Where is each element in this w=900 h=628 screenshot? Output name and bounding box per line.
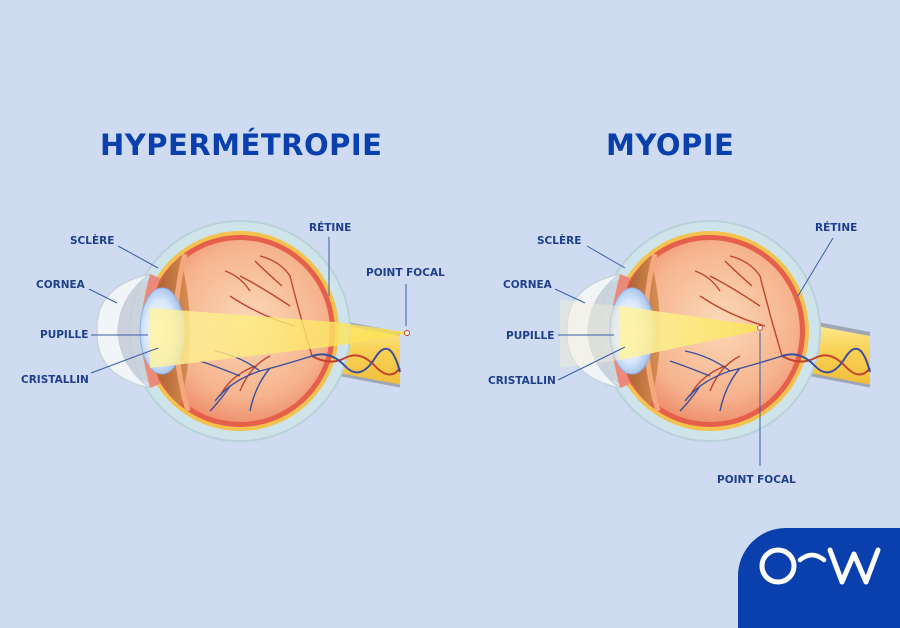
label-point-focal-left: POINT FOCAL: [366, 267, 445, 279]
eye-diagram-myopie: [560, 221, 870, 441]
label-point-focal-right: POINT FOCAL: [717, 474, 796, 486]
leader-lines-right: [554, 237, 834, 466]
label-cristallin-right: CRISTALLIN: [488, 375, 556, 387]
eye-diagram-hypermetropie: [97, 221, 410, 441]
leader-lines-left: [88, 237, 407, 374]
ow-logo-icon: [759, 547, 881, 585]
label-sclere-left: SCLÈRE: [70, 234, 114, 247]
label-cristallin-left: CRISTALLIN: [21, 374, 89, 386]
focal-point-marker: [757, 325, 763, 331]
title-hypermetropie: HYPERMÉTROPIE: [100, 128, 383, 162]
light-beam: [150, 308, 407, 368]
focal-point-marker: [404, 330, 410, 336]
light-beam: [620, 306, 760, 360]
label-pupille-right: PUPILLE: [506, 330, 554, 342]
label-cornea-left: CORNEA: [36, 279, 86, 291]
label-retine-right: RÉTINE: [815, 221, 857, 234]
brand-logo: [738, 528, 900, 628]
label-sclere-right: SCLÈRE: [537, 234, 581, 247]
label-pupille-left: PUPILLE: [40, 329, 88, 341]
title-myopie: MYOPIE: [606, 128, 735, 162]
label-retine-left: RÉTINE: [309, 221, 351, 234]
label-cornea-right: CORNEA: [503, 279, 553, 291]
